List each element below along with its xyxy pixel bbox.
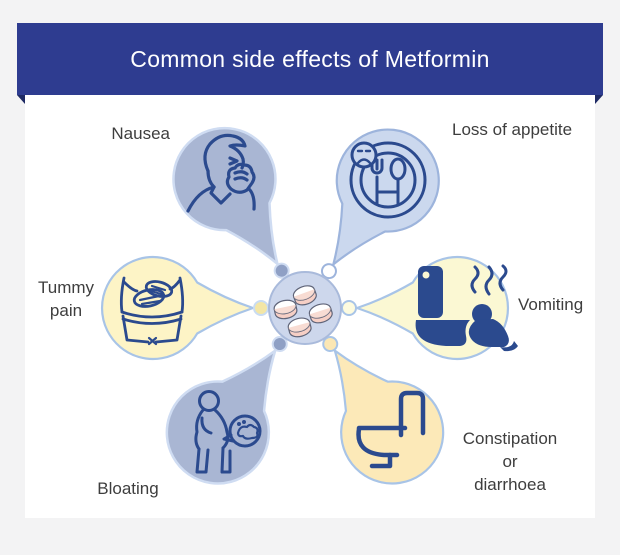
metformin-pills-icon bbox=[273, 285, 333, 338]
constipation-diarrhoea-icon bbox=[356, 390, 426, 469]
connector-dot-loss-of-appetite bbox=[320, 263, 337, 280]
loss-of-appetite-icon bbox=[349, 141, 427, 219]
label-tummy-pain: Tummy pain bbox=[37, 278, 95, 320]
nausea-icon bbox=[186, 133, 256, 213]
petal-nausea bbox=[172, 126, 290, 279]
connector-dot-tummy-pain bbox=[253, 300, 269, 316]
label-bloating: Bloating bbox=[97, 479, 159, 498]
connector-dot-vomiting bbox=[341, 300, 357, 316]
label-nausea: Nausea bbox=[111, 124, 170, 143]
header-ribbon: Common side effects of Metformin bbox=[17, 23, 603, 95]
label-loss-of-appetite: Loss of appetite bbox=[452, 120, 573, 139]
petal-constipation-or-diarrhoea bbox=[322, 336, 445, 485]
bloating-icon bbox=[194, 390, 262, 474]
petal-tummy-pain bbox=[101, 255, 269, 361]
label-constipation-or-diarrhoea: Constipation or diarrhoea bbox=[462, 429, 558, 494]
page-title: Common side effects of Metformin bbox=[130, 45, 490, 72]
connector-dot-nausea bbox=[273, 262, 290, 279]
tummy-pain-icon bbox=[119, 276, 185, 346]
ribbon-fold-left bbox=[17, 95, 25, 104]
vomiting-icon bbox=[415, 264, 518, 352]
ribbon-fold-right bbox=[595, 95, 603, 104]
label-vomiting: Vomiting bbox=[518, 295, 584, 314]
center-hub bbox=[268, 271, 342, 345]
